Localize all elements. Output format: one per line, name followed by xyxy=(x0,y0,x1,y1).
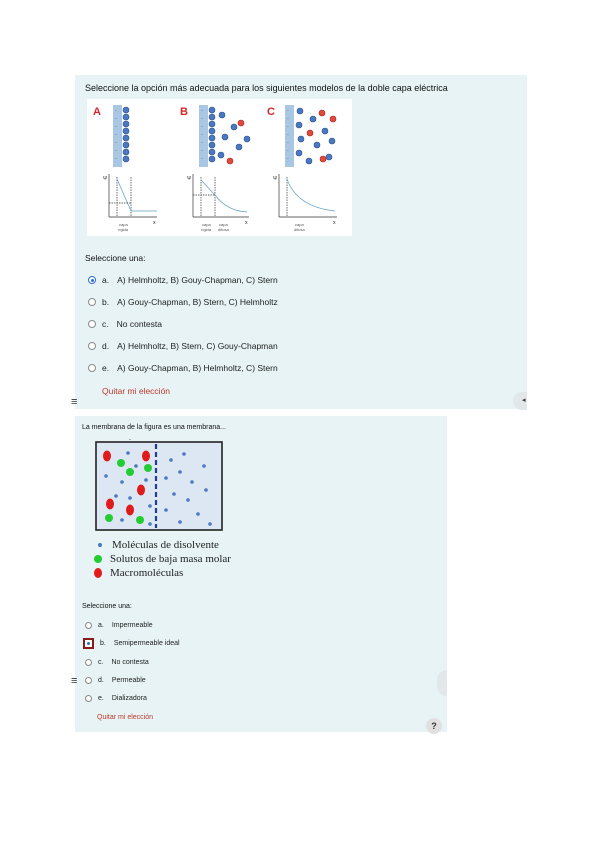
legend-solvent: Moléculas de disolvente xyxy=(96,539,219,551)
svg-text:capa: capa xyxy=(295,222,304,227)
q1-radio-a[interactable] xyxy=(88,276,96,284)
svg-text:difusa: difusa xyxy=(218,227,229,232)
legend-low-mass-solutes: Solutos de baja masa molar xyxy=(94,553,231,565)
q2-option-c[interactable]: c. No contesta xyxy=(85,655,149,669)
q2-radio-b[interactable] xyxy=(83,637,94,649)
panel-label-b: B xyxy=(180,106,188,118)
membrane-figure: - xyxy=(95,438,223,531)
svg-text:-: - xyxy=(287,124,289,130)
q1-option-e[interactable]: e. A) Gouy-Chapman, B) Helmholtz, C) Ste… xyxy=(88,361,278,375)
svg-text:-: - xyxy=(287,148,289,154)
q1-radio-e[interactable] xyxy=(88,364,96,372)
solute-dot-icon xyxy=(94,555,102,563)
svg-text:-: - xyxy=(115,108,117,114)
q2-radio-d[interactable] xyxy=(85,676,92,684)
svg-text:x: x xyxy=(245,220,248,226)
svg-text:capa: capa xyxy=(119,222,128,227)
panel-label-c: C xyxy=(267,106,275,118)
svg-text:Ψ: Ψ xyxy=(103,176,107,182)
question-2-prompt: Seleccione una: xyxy=(82,603,132,610)
double-layer-figure: A - - - - - - - Ψ x capa rígida B - - - - - - - xyxy=(87,99,352,236)
svg-text:-: - xyxy=(201,108,203,114)
q1-option-d[interactable]: d. A) Helmholtz, B) Stern, C) Gouy-Chapm… xyxy=(88,339,278,353)
q2-option-b[interactable]: b. Semipermeable ideal xyxy=(83,636,180,650)
svg-text:-: - xyxy=(201,148,203,154)
svg-text:-: - xyxy=(287,116,289,122)
question-1-panel: Seleccione la opción más adecuada para l… xyxy=(75,75,527,409)
drawer-toggle-2[interactable] xyxy=(437,670,447,696)
solvent-dot-icon xyxy=(98,543,102,547)
q1-clear-choice-link[interactable]: Quitar mi elección xyxy=(102,386,171,396)
q2-option-e[interactable]: e. Dializadora xyxy=(85,691,147,705)
svg-text:x: x xyxy=(153,220,156,226)
q1-radio-b[interactable] xyxy=(88,298,96,306)
question-2-panel: La membrana de la figura es una membrana… xyxy=(75,416,447,732)
svg-text:-: - xyxy=(287,156,289,162)
q2-option-a[interactable]: a. Impermeable xyxy=(85,618,153,632)
q1-option-a[interactable]: a. A) Helmholtz, B) Gouy-Chapman, C) Ste… xyxy=(88,273,278,287)
question-2-text: La membrana de la figura es una membrana… xyxy=(82,424,226,431)
svg-text:Ψ: Ψ xyxy=(273,176,277,182)
macromolecule-dot-icon xyxy=(94,568,102,578)
question-icon: ? xyxy=(431,721,437,731)
svg-text:-: - xyxy=(287,108,289,114)
q2-clear-choice-link[interactable]: Quitar mi elección xyxy=(97,714,154,721)
svg-text:-: - xyxy=(115,156,117,162)
q1-option-b[interactable]: b. A) Gouy-Chapman, B) Stern, C) Helmhol… xyxy=(88,295,278,309)
svg-text:-: - xyxy=(201,116,203,122)
svg-text:rígida: rígida xyxy=(201,227,212,232)
svg-text:-: - xyxy=(115,132,117,138)
svg-text:-: - xyxy=(201,156,203,162)
hamburger-icon[interactable]: ≡ xyxy=(71,675,78,687)
q2-option-d[interactable]: d. Permeable xyxy=(85,673,146,687)
svg-text:-: - xyxy=(287,140,289,146)
svg-text:-: - xyxy=(201,124,203,130)
q2-radio-e[interactable] xyxy=(85,694,92,702)
q1-radio-d[interactable] xyxy=(88,342,96,350)
svg-text:-: - xyxy=(115,148,117,154)
hamburger-icon[interactable]: ≡ xyxy=(71,396,78,408)
help-button[interactable]: ? xyxy=(426,718,442,734)
svg-text:-: - xyxy=(201,132,203,138)
question-1-prompt: Seleccione una: xyxy=(85,253,146,263)
chevron-left-icon: ◂ xyxy=(522,397,526,404)
svg-text:capa: capa xyxy=(202,222,211,227)
svg-text:x: x xyxy=(333,220,336,226)
svg-text:rígida: rígida xyxy=(118,227,129,232)
svg-text:Ψ: Ψ xyxy=(187,176,191,182)
panel-label-a: A xyxy=(93,106,101,118)
svg-text:capa: capa xyxy=(219,222,228,227)
svg-text:difusa: difusa xyxy=(294,227,305,232)
question-1-text: Seleccione la opción más adecuada para l… xyxy=(85,83,448,93)
svg-text:-: - xyxy=(129,438,131,443)
svg-text:-: - xyxy=(115,140,117,146)
drawer-toggle[interactable]: ◂ xyxy=(513,392,527,410)
q1-option-c[interactable]: c. No contesta xyxy=(88,317,162,331)
q2-radio-c[interactable] xyxy=(85,658,92,666)
q2-radio-a[interactable] xyxy=(85,621,92,629)
svg-text:-: - xyxy=(115,124,117,130)
svg-text:-: - xyxy=(201,140,203,146)
q1-radio-c[interactable] xyxy=(88,320,96,328)
svg-text:-: - xyxy=(287,132,289,138)
svg-text:-: - xyxy=(115,116,117,122)
legend-macromolecules: Macromoléculas xyxy=(94,567,183,579)
